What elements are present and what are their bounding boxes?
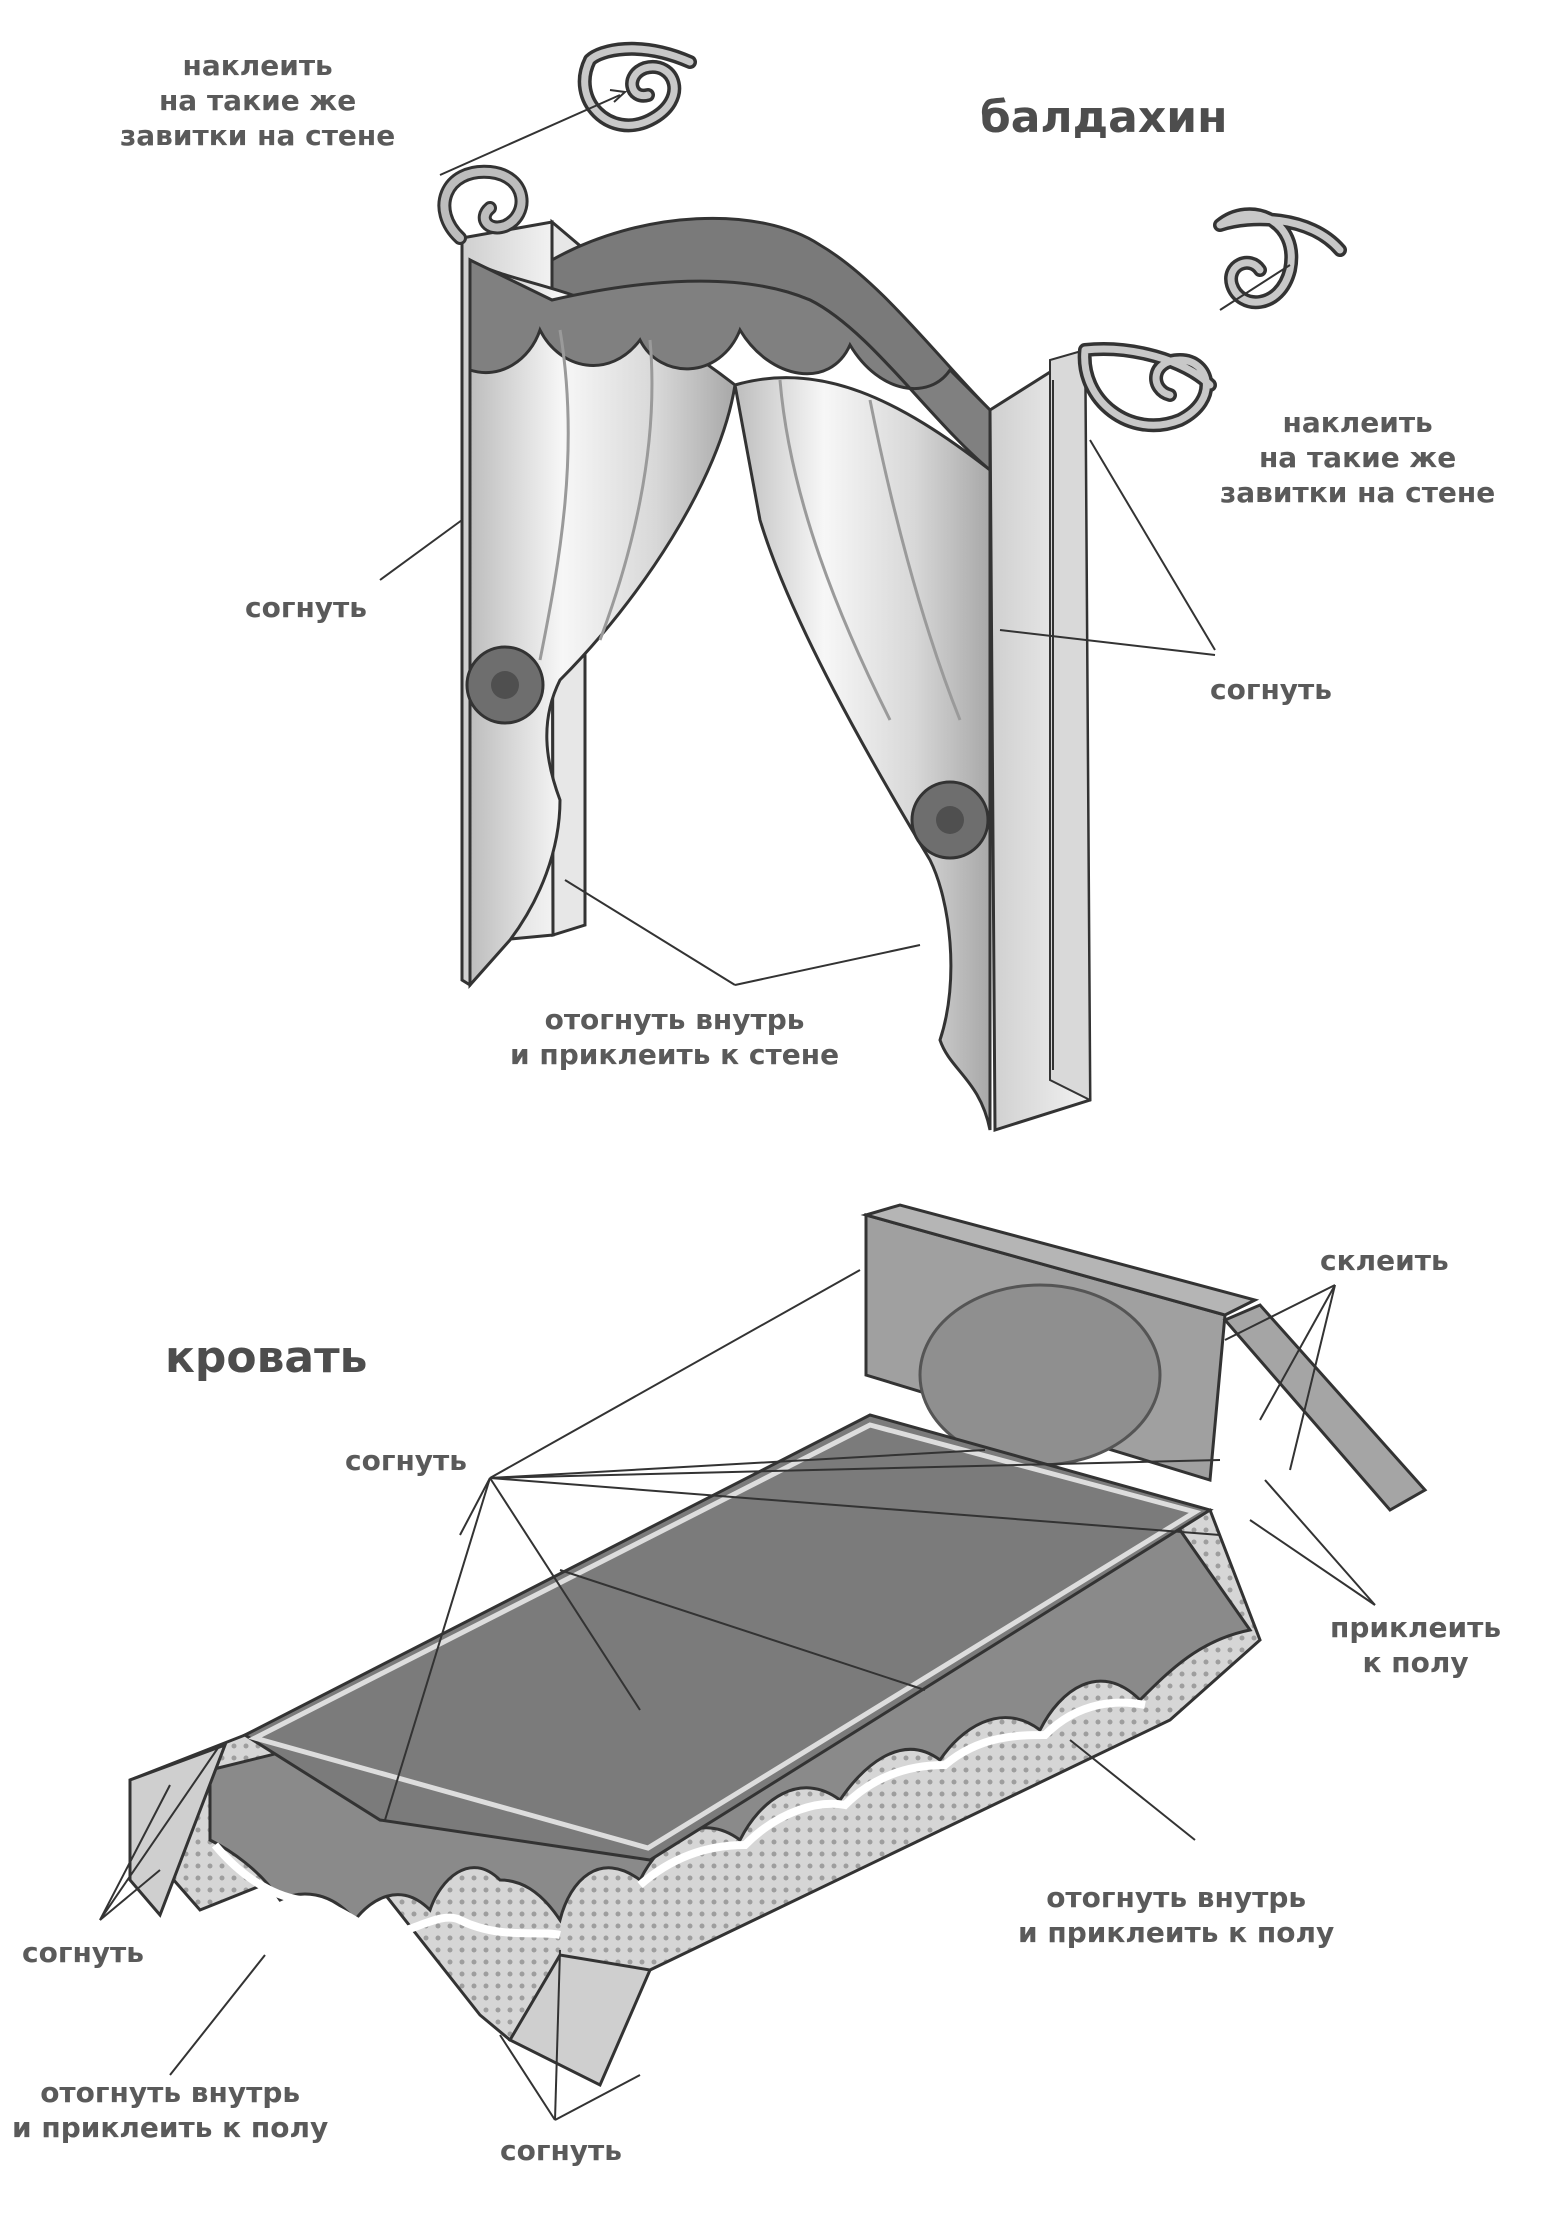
canopy-label-left-swirl: наклеить на такие же завитки на стене — [120, 49, 396, 152]
front-corner-flap — [507, 1953, 653, 2088]
canopy-illustration — [379, 41, 1347, 1133]
bed-label-fold-in-right: отогнуть внутрь и приклеить к полу — [1018, 1881, 1335, 1949]
left-tieback-flower — [465, 645, 545, 725]
bed-label-glue: склеить — [1320, 1244, 1449, 1277]
right-post-fold — [1049, 348, 1092, 1102]
bed-illustration — [99, 1203, 1428, 2121]
canopy-label-fold-left: согнуть — [245, 591, 367, 624]
canopy-label-right-swirl: наклеить на такие же завитки на стене — [1220, 406, 1496, 509]
mattress — [241, 1413, 1214, 1862]
right-tieback-flower — [910, 780, 990, 860]
right-curtain — [733, 376, 992, 1131]
bed-label-fold-left: согнуть — [22, 1936, 144, 1969]
bed-label-fold-in-left: отогнуть внутрь и приклеить к полу — [12, 2076, 329, 2144]
canopy-title: балдахин — [980, 92, 1228, 143]
headboard-strip — [1222, 1303, 1428, 1512]
bed-label-glue-floor: приклеить к полу — [1330, 1611, 1502, 1679]
valance-scallops — [468, 257, 992, 474]
bed-label-fold-top: согнуть — [345, 1444, 467, 1477]
bed-title: кровать — [165, 1332, 368, 1383]
canopy-label-bottom: отогнуть внутрь и приклеить к стене — [510, 1003, 840, 1071]
left-corner-flap — [128, 1742, 228, 1918]
canopy-label-fold-right: согнуть — [1210, 673, 1332, 706]
bed-label-fold-bottom: согнуть — [500, 2134, 622, 2167]
